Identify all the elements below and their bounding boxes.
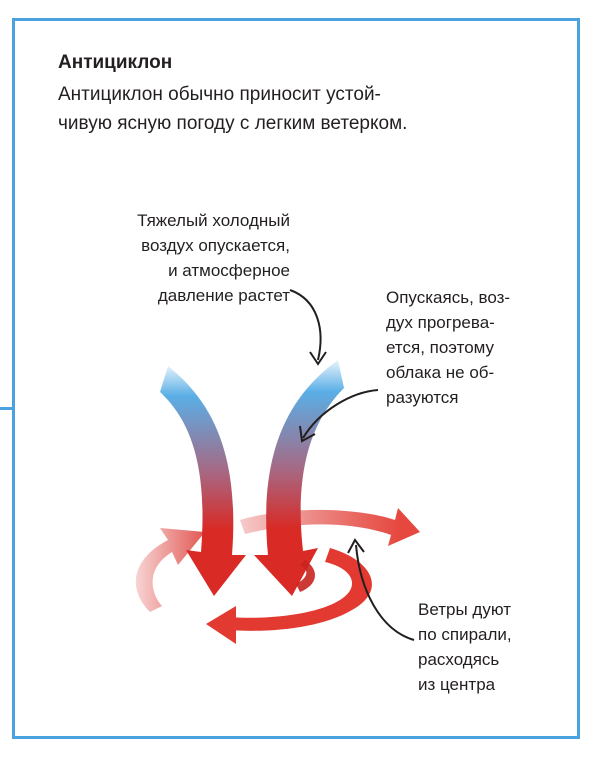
pointer-spiral-winds-head xyxy=(347,538,365,554)
spiral-arrow-inner xyxy=(296,560,316,592)
pointer-warming-air-head xyxy=(299,425,316,443)
label-warming-air-line-3: ется, поэтому xyxy=(386,338,495,357)
spiral-arrow-back-left xyxy=(135,528,205,612)
descending-air-left xyxy=(160,366,246,596)
label-spiral-winds-line-3: расходясь xyxy=(418,650,500,669)
label-warming-air-line-1: Опускаясь, воз- xyxy=(386,288,511,307)
label-spiral-winds: Ветры дуют по спирали, расходясь из цент… xyxy=(418,597,568,697)
label-descending-air-line-2: воздух опускается, xyxy=(141,236,290,255)
label-spiral-winds-line-4: из центра xyxy=(418,675,496,694)
label-descending-air-line-1: Тяжелый холодный xyxy=(137,211,290,230)
pointer-warming-air xyxy=(302,389,379,439)
spiral-arrow-front-right xyxy=(230,548,372,631)
intro-line-1: Антициклон обычно приносит устой- xyxy=(58,84,381,105)
diagram-frame xyxy=(12,18,580,739)
pointer-spiral-winds xyxy=(355,544,415,641)
diagram-intro: Антициклон обычно приносит устой- чивую … xyxy=(58,80,528,138)
pointer-descending-air-head xyxy=(309,351,327,366)
frame-connector-tick xyxy=(0,407,12,410)
intro-line-2: чивую ясную погоду с легким ветерком. xyxy=(58,113,408,134)
label-spiral-winds-line-1: Ветры дуют xyxy=(418,600,511,619)
diagram-title: Антициклон xyxy=(58,52,173,73)
label-descending-air: Тяжелый холодный воздух опускается, и ат… xyxy=(30,208,290,308)
label-warming-air-line-4: облака не об- xyxy=(386,363,495,382)
label-spiral-winds-line-2: по спирали, xyxy=(418,625,512,644)
label-warming-air-line-2: дух прогрева- xyxy=(386,313,495,332)
label-descending-air-line-4: давление растет xyxy=(157,286,290,305)
label-warming-air-line-5: разуются xyxy=(386,388,459,407)
descending-air-right xyxy=(254,360,344,596)
pointer-descending-air xyxy=(289,289,322,361)
spiral-arrow-front-head xyxy=(206,606,236,644)
label-descending-air-line-3: и атмосферное xyxy=(168,261,290,280)
label-warming-air: Опускаясь, воз- дух прогрева- ется, поэт… xyxy=(386,285,566,410)
